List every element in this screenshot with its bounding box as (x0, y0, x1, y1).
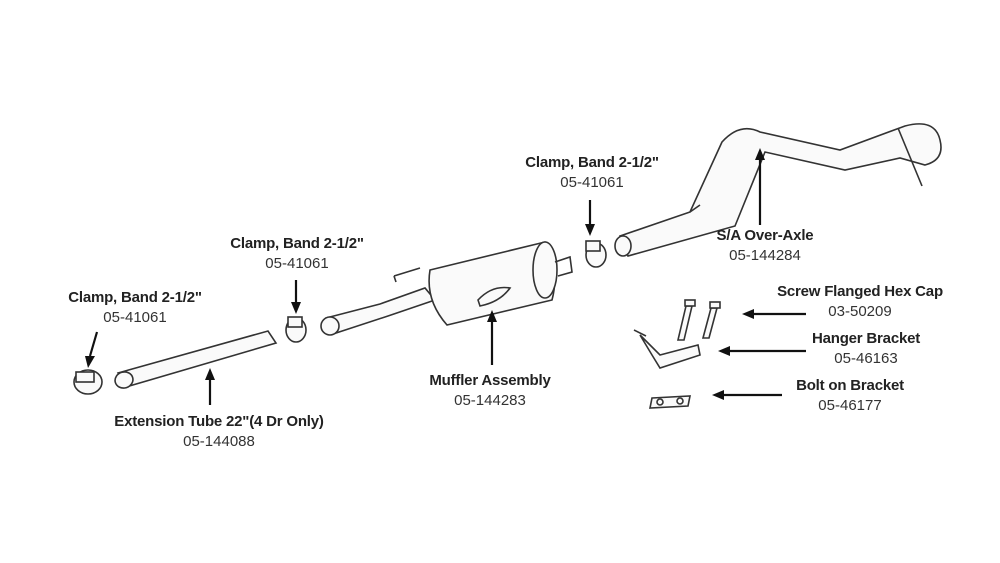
arrow-hanger-bracket (718, 346, 806, 356)
bolt-bracket-name: Bolt on Bracket (796, 377, 904, 394)
bolt-bracket-part-number: 05-46177 (818, 397, 882, 414)
arrow-bolt-bracket (712, 390, 782, 400)
label-clamp-mid: Clamp, Band 2-1/2" 05-41061 (212, 234, 382, 274)
screw-cap-name: Screw Flanged Hex Cap (777, 283, 943, 300)
extension-tube-part (114, 330, 278, 389)
label-hanger-bracket: Hanger Bracket 05-46163 (796, 329, 936, 369)
arrow-over-axle (755, 148, 765, 225)
arrow-clamp-left (85, 331, 99, 368)
over-axle-name: S/A Over-Axle (716, 227, 814, 244)
muffler-name: Muffler Assembly (429, 372, 551, 389)
extension-tube-name: Extension Tube 22"(4 Dr Only) (114, 413, 324, 430)
hanger-bracket-name: Hanger Bracket (811, 330, 921, 347)
screw-cap-part-number: 03-50209 (828, 303, 892, 320)
clamp-left-part-number: 05-41061 (103, 309, 167, 326)
label-over-axle: S/A Over-Axle 05-144284 (700, 226, 830, 266)
label-clamp-right: Clamp, Band 2-1/2" 05-41061 (507, 153, 677, 193)
muffler-part (393, 241, 573, 326)
arrow-clamp-right (585, 200, 595, 236)
over-axle-part (614, 123, 942, 257)
label-extension-tube: Extension Tube 22"(4 Dr Only) 05-144088 (104, 412, 334, 452)
arrow-screw-cap (742, 309, 806, 319)
arrow-extension-tube (205, 368, 215, 405)
label-clamp-left: Clamp, Band 2-1/2" 05-41061 (50, 288, 220, 328)
clamp-right-part (585, 240, 607, 268)
clamp-right-part-number: 05-41061 (560, 174, 624, 191)
clamp-mid-part-number: 05-41061 (265, 255, 329, 272)
label-screw-cap: Screw Flanged Hex Cap 03-50209 (760, 282, 960, 322)
screw-part (676, 299, 721, 341)
bolt-bracket-part (649, 395, 691, 409)
clamp-mid-name: Clamp, Band 2-1/2" (230, 235, 364, 252)
clamp-left-name: Clamp, Band 2-1/2" (68, 289, 202, 306)
arrow-muffler (487, 310, 497, 365)
clamp-right-name: Clamp, Band 2-1/2" (525, 154, 659, 171)
hanger-bracket-part (633, 329, 701, 369)
over-axle-part-number: 05-144284 (729, 247, 801, 264)
arrow-clamp-mid (291, 280, 301, 314)
extension-tube-part-number: 05-144088 (183, 433, 255, 450)
hanger-bracket-part-number: 05-46163 (834, 350, 898, 367)
muffler-part-number: 05-144283 (454, 392, 526, 409)
clamp-left-part (73, 369, 103, 395)
clamp-mid-part (285, 316, 307, 343)
label-muffler: Muffler Assembly 05-144283 (420, 371, 560, 411)
label-bolt-bracket: Bolt on Bracket 05-46177 (780, 376, 920, 416)
inlet-pipe-part (320, 287, 437, 336)
